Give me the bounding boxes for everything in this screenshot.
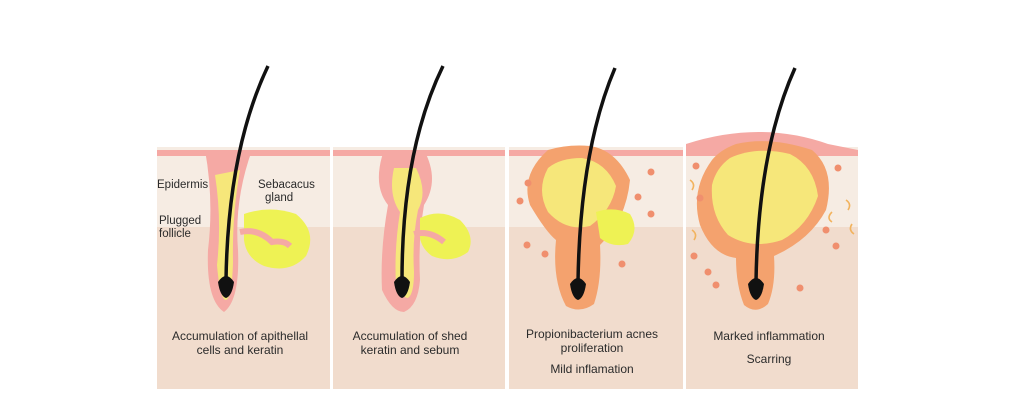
panel-4-follicle-plug bbox=[711, 150, 818, 244]
bacteria-dot bbox=[692, 162, 700, 170]
panel-2: Accumulation of shed keratin and sebum bbox=[333, 65, 505, 389]
bacteria-dot bbox=[523, 241, 531, 249]
panel-4-scar-fibers bbox=[689, 179, 855, 241]
panel-4-hair-bulb bbox=[748, 278, 764, 300]
panel-1-gland-duct bbox=[239, 228, 293, 249]
bacteria-dot bbox=[704, 268, 712, 276]
panel-2-follicle-plug bbox=[392, 168, 423, 298]
panel-2-gland-duct bbox=[413, 230, 446, 245]
bacteria-dot bbox=[822, 226, 830, 234]
bacteria-dot bbox=[618, 260, 626, 268]
panel-2-sebaceous-gland bbox=[419, 213, 471, 260]
panel-3: Propionibacterium acnes proliferation Mi… bbox=[509, 67, 683, 389]
panel-2-caption-line2: keratin and sebum bbox=[361, 343, 460, 357]
sebaceous-gland-label-line1: Sebacacus bbox=[258, 179, 315, 191]
bacteria-dot bbox=[516, 197, 524, 205]
panel-3-hair bbox=[576, 67, 617, 283]
panel-2-hair-bulb bbox=[394, 276, 410, 298]
sebaceous-gland-label-line2: gland bbox=[265, 192, 293, 204]
panel-2-caption-line1: Accumulation of shed bbox=[353, 329, 468, 343]
panel-4-note: Scarring bbox=[747, 352, 792, 366]
panel-1-hair-bulb bbox=[218, 276, 234, 298]
panel-4-hair bbox=[754, 67, 797, 283]
plugged-follicle-label-line2: follicle bbox=[159, 228, 191, 240]
panel-1-caption-line1: Accumulation of apithellal bbox=[172, 329, 308, 343]
bacteria-dot bbox=[832, 242, 840, 250]
panel-3-caption-line2: proliferation bbox=[561, 341, 624, 355]
bacteria-dot bbox=[690, 252, 698, 260]
bacteria-dot bbox=[647, 210, 655, 218]
panel-3-hair-bulb bbox=[570, 278, 586, 300]
bacteria-dot bbox=[796, 284, 804, 292]
panel-3-note: Mild inflamation bbox=[550, 362, 633, 376]
panel-1-hair bbox=[224, 65, 270, 281]
panel-3-sebaceous-gland bbox=[596, 209, 635, 246]
panel-3-follicle-plug bbox=[542, 158, 616, 228]
bacteria-dot bbox=[712, 281, 720, 289]
bacteria-dot bbox=[834, 164, 842, 172]
bacteria-dot bbox=[647, 168, 655, 176]
epidermis-label: Epidermis bbox=[157, 179, 208, 191]
panel-2-hair bbox=[400, 65, 445, 281]
bacteria-dot bbox=[696, 194, 704, 202]
panel-4: Marked inflammation Scarring bbox=[686, 67, 858, 389]
bacteria-dot bbox=[634, 193, 642, 201]
plugged-follicle-label-line1: Plugged bbox=[159, 215, 201, 227]
bacteria-dot bbox=[541, 250, 549, 258]
bacteria-dot bbox=[524, 179, 532, 187]
panel-4-caption-line1: Marked inflammation bbox=[713, 329, 824, 343]
panel-1-caption-line2: cells and keratin bbox=[197, 343, 284, 357]
panel-1: Epidermis Sebacacus gland Plugged follic… bbox=[157, 65, 330, 389]
panel-3-caption-line1: Propionibacterium acnes bbox=[526, 327, 658, 341]
